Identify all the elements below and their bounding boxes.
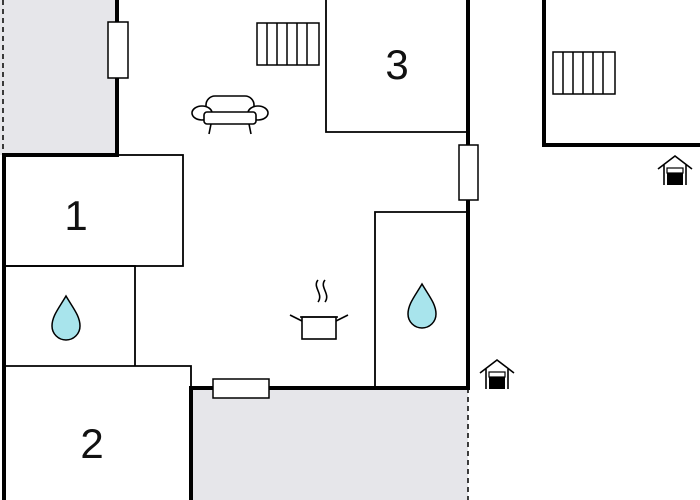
bathroom-right-outline xyxy=(374,211,468,388)
room-label-2: 2 xyxy=(80,420,103,467)
water-drop-icon xyxy=(51,295,81,341)
window-left xyxy=(107,21,129,79)
water-drop-icon xyxy=(407,283,437,329)
radiator-icon xyxy=(256,22,320,66)
room-3-outline xyxy=(325,0,468,133)
sofa-icon xyxy=(191,95,269,135)
room-label-3: 3 xyxy=(385,41,408,88)
house-entrance-icon xyxy=(657,155,693,186)
room-2-outline xyxy=(4,365,192,388)
house-entrance-icon xyxy=(479,359,515,390)
room-1-outline xyxy=(3,154,184,267)
room-label-1: 1 xyxy=(64,192,87,239)
window-right xyxy=(458,144,479,201)
cooking-pot-icon xyxy=(289,279,349,340)
outdoor-area-top-left xyxy=(0,0,117,155)
radiator-icon xyxy=(552,51,616,95)
window-bottom xyxy=(212,378,270,399)
bathroom-left-outline xyxy=(4,265,136,366)
outdoor-area-bottom xyxy=(193,388,468,500)
annex-wall xyxy=(542,0,700,147)
